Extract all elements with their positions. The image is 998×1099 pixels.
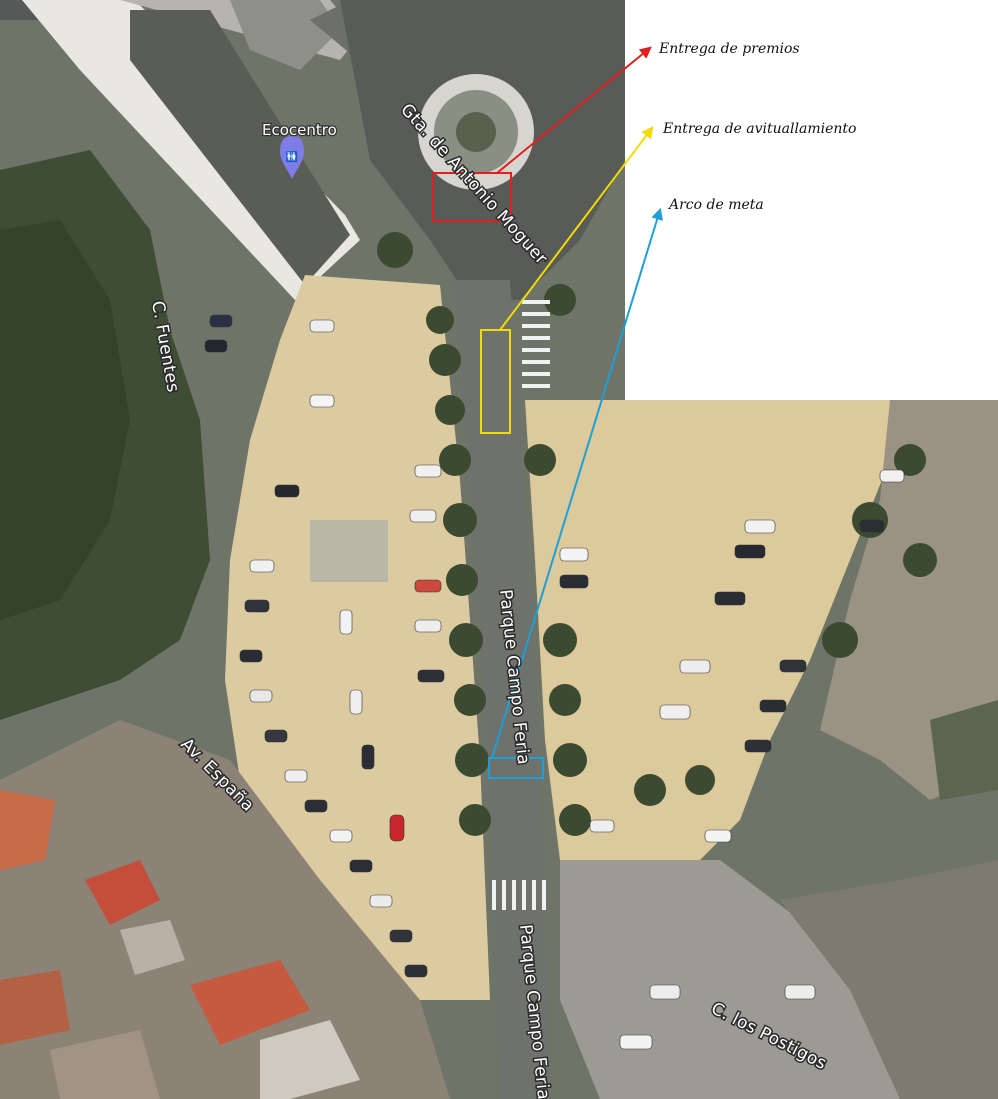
poi-ecocentro-label[interactable]: Ecocentro: [261, 120, 338, 141]
legend-award-ceremony: Entrega de premios: [658, 41, 800, 57]
legend-refreshment-station: Entrega de avituallamiento: [662, 121, 856, 137]
parking-lot-left: [225, 275, 490, 1000]
refreshment-station-arrow: [499, 126, 654, 331]
legend-finish-arch: Arco de meta: [667, 197, 764, 213]
pedestrian-crossing: [492, 300, 550, 910]
svg-text:🚻: 🚻: [286, 150, 298, 163]
award-ceremony-arrow: [496, 46, 652, 174]
award-ceremony-marker: [432, 172, 512, 222]
refreshment-station-marker: [480, 329, 511, 434]
finish-arch-marker: [488, 757, 544, 779]
restroom-pin-icon[interactable]: 🚻: [280, 136, 304, 180]
residential-block: [0, 720, 450, 1099]
parking-lot-right: [525, 400, 900, 860]
legend-panel: [625, 0, 998, 400]
finish-arch-arrow: [491, 207, 663, 759]
